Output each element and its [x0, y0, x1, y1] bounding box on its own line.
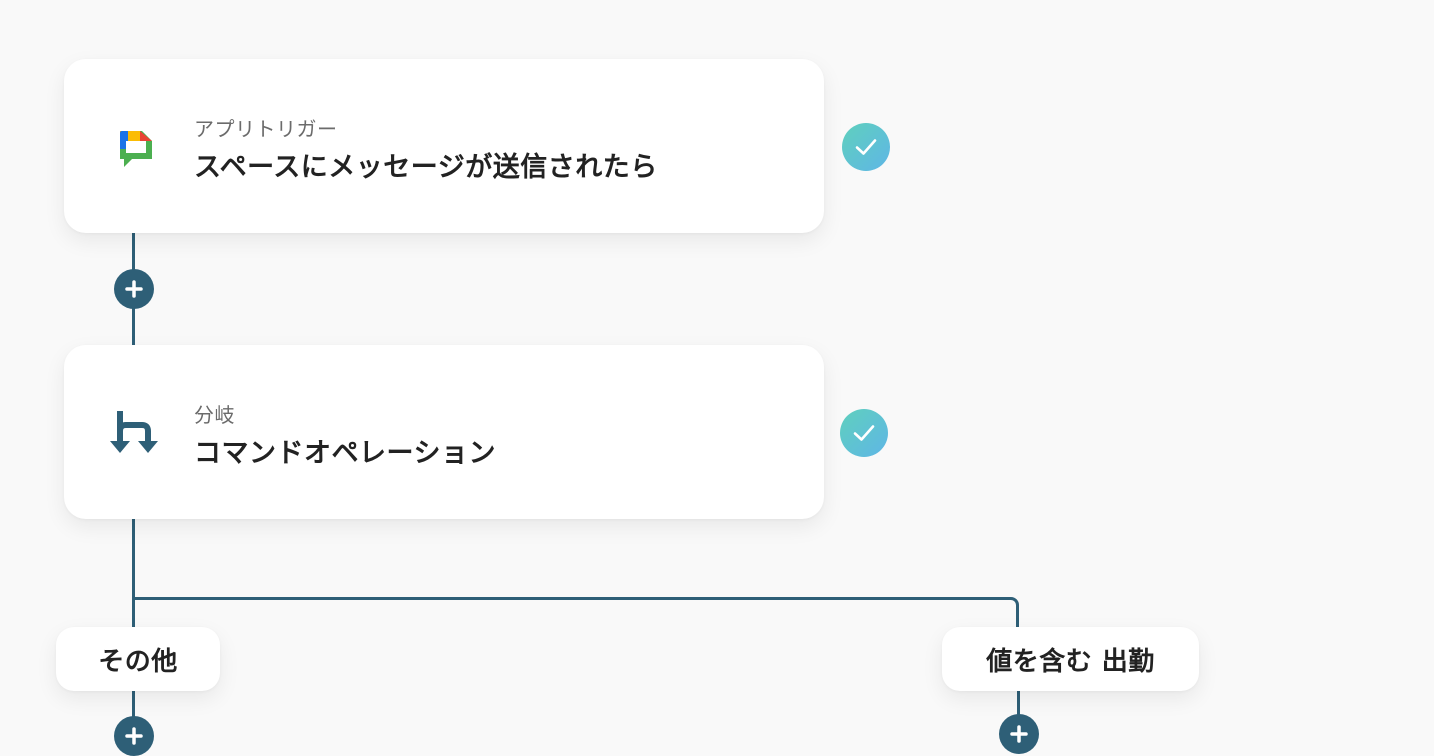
add-step-button-right-branch[interactable]	[999, 714, 1039, 754]
branch-step-card[interactable]: 分岐 コマンドオペレーション	[64, 345, 824, 519]
trigger-status-check-icon	[842, 123, 890, 171]
step-kind-label: 分岐	[194, 403, 235, 427]
branch-label-contains-value[interactable]: 値を含む 出勤	[942, 627, 1199, 691]
trigger-step-card[interactable]: アプリトリガー スペースにメッセージが送信されたら	[64, 59, 824, 233]
connector-branch-stem	[132, 518, 135, 628]
step-title: コマンドオペレーション	[194, 438, 496, 469]
plus-icon	[1010, 725, 1028, 743]
plus-icon	[125, 727, 143, 745]
step-kind-label: アプリトリガー	[194, 117, 338, 141]
add-step-button[interactable]	[114, 269, 154, 309]
branch-status-check-icon	[840, 409, 888, 457]
step-title: スペースにメッセージが送信されたら	[194, 152, 658, 183]
plus-icon	[125, 280, 143, 298]
branch-label-other[interactable]: その他	[56, 627, 220, 691]
google-chat-icon	[120, 131, 152, 167]
branch-icon	[110, 411, 158, 453]
connector-branch-split	[132, 597, 1019, 637]
add-step-button-left-branch[interactable]	[114, 716, 154, 756]
connector-right-branch-down	[1017, 690, 1020, 736]
connector-left-branch-down	[132, 690, 135, 736]
